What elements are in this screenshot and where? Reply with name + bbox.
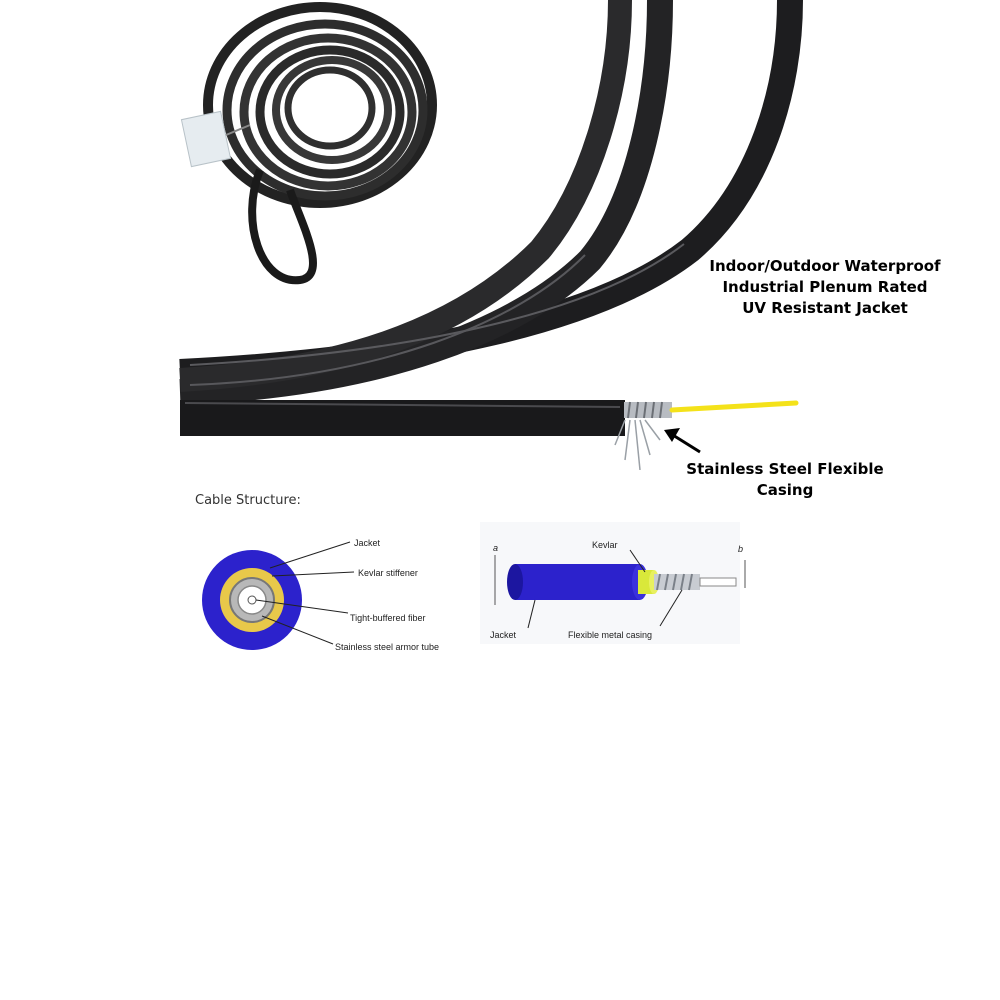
- cross-section-diagram: Jacket Kevlar stiffener Tight-buffered f…: [202, 538, 439, 652]
- label-armor-tube: Stainless steel armor tube: [335, 642, 439, 652]
- yellow-fiber: [669, 400, 799, 413]
- dim-a: a: [493, 543, 498, 553]
- casing-callout-line-2: Casing: [756, 481, 814, 499]
- side-view-diagram: a b Kevlar Jacket Flexible metal casing: [480, 522, 746, 644]
- cable-loop-inner: [179, 0, 632, 392]
- cable-loop-middle: [179, 0, 673, 405]
- headline-line-1: Indoor/Outdoor Waterproof: [709, 257, 941, 275]
- cable-coil-photo: [180, 2, 437, 285]
- label-tight-buffered-fiber: Tight-buffered fiber: [350, 613, 426, 623]
- headline-line-3: UV Resistant Jacket: [742, 299, 908, 317]
- label-side-jacket: Jacket: [490, 630, 517, 640]
- structure-heading: Cable Structure:: [195, 493, 301, 508]
- label-jacket: Jacket: [354, 538, 381, 548]
- cable-structure-diagram: Jacket Kevlar stiffener Tight-buffered f…: [202, 522, 746, 652]
- casing-callout-line-1: Stainless Steel Flexible: [686, 460, 884, 478]
- headline-line-2: Industrial Plenum Rated: [722, 278, 928, 296]
- label-flexible-metal-casing: Flexible metal casing: [568, 630, 652, 640]
- arrow-icon: [664, 428, 701, 454]
- casing-callout: Stainless Steel Flexible Casing: [670, 459, 900, 501]
- label-kevlar-stiffener: Kevlar stiffener: [358, 568, 418, 578]
- metal-casing: [614, 401, 672, 470]
- metal-casing-coil: [654, 573, 700, 591]
- label-kevlar: Kevlar: [592, 540, 618, 550]
- dim-b: b: [738, 544, 743, 554]
- product-headline: Indoor/Outdoor Waterproof Industrial Ple…: [690, 256, 960, 319]
- cable-photo: [179, 0, 803, 470]
- connector-bag: [180, 110, 232, 168]
